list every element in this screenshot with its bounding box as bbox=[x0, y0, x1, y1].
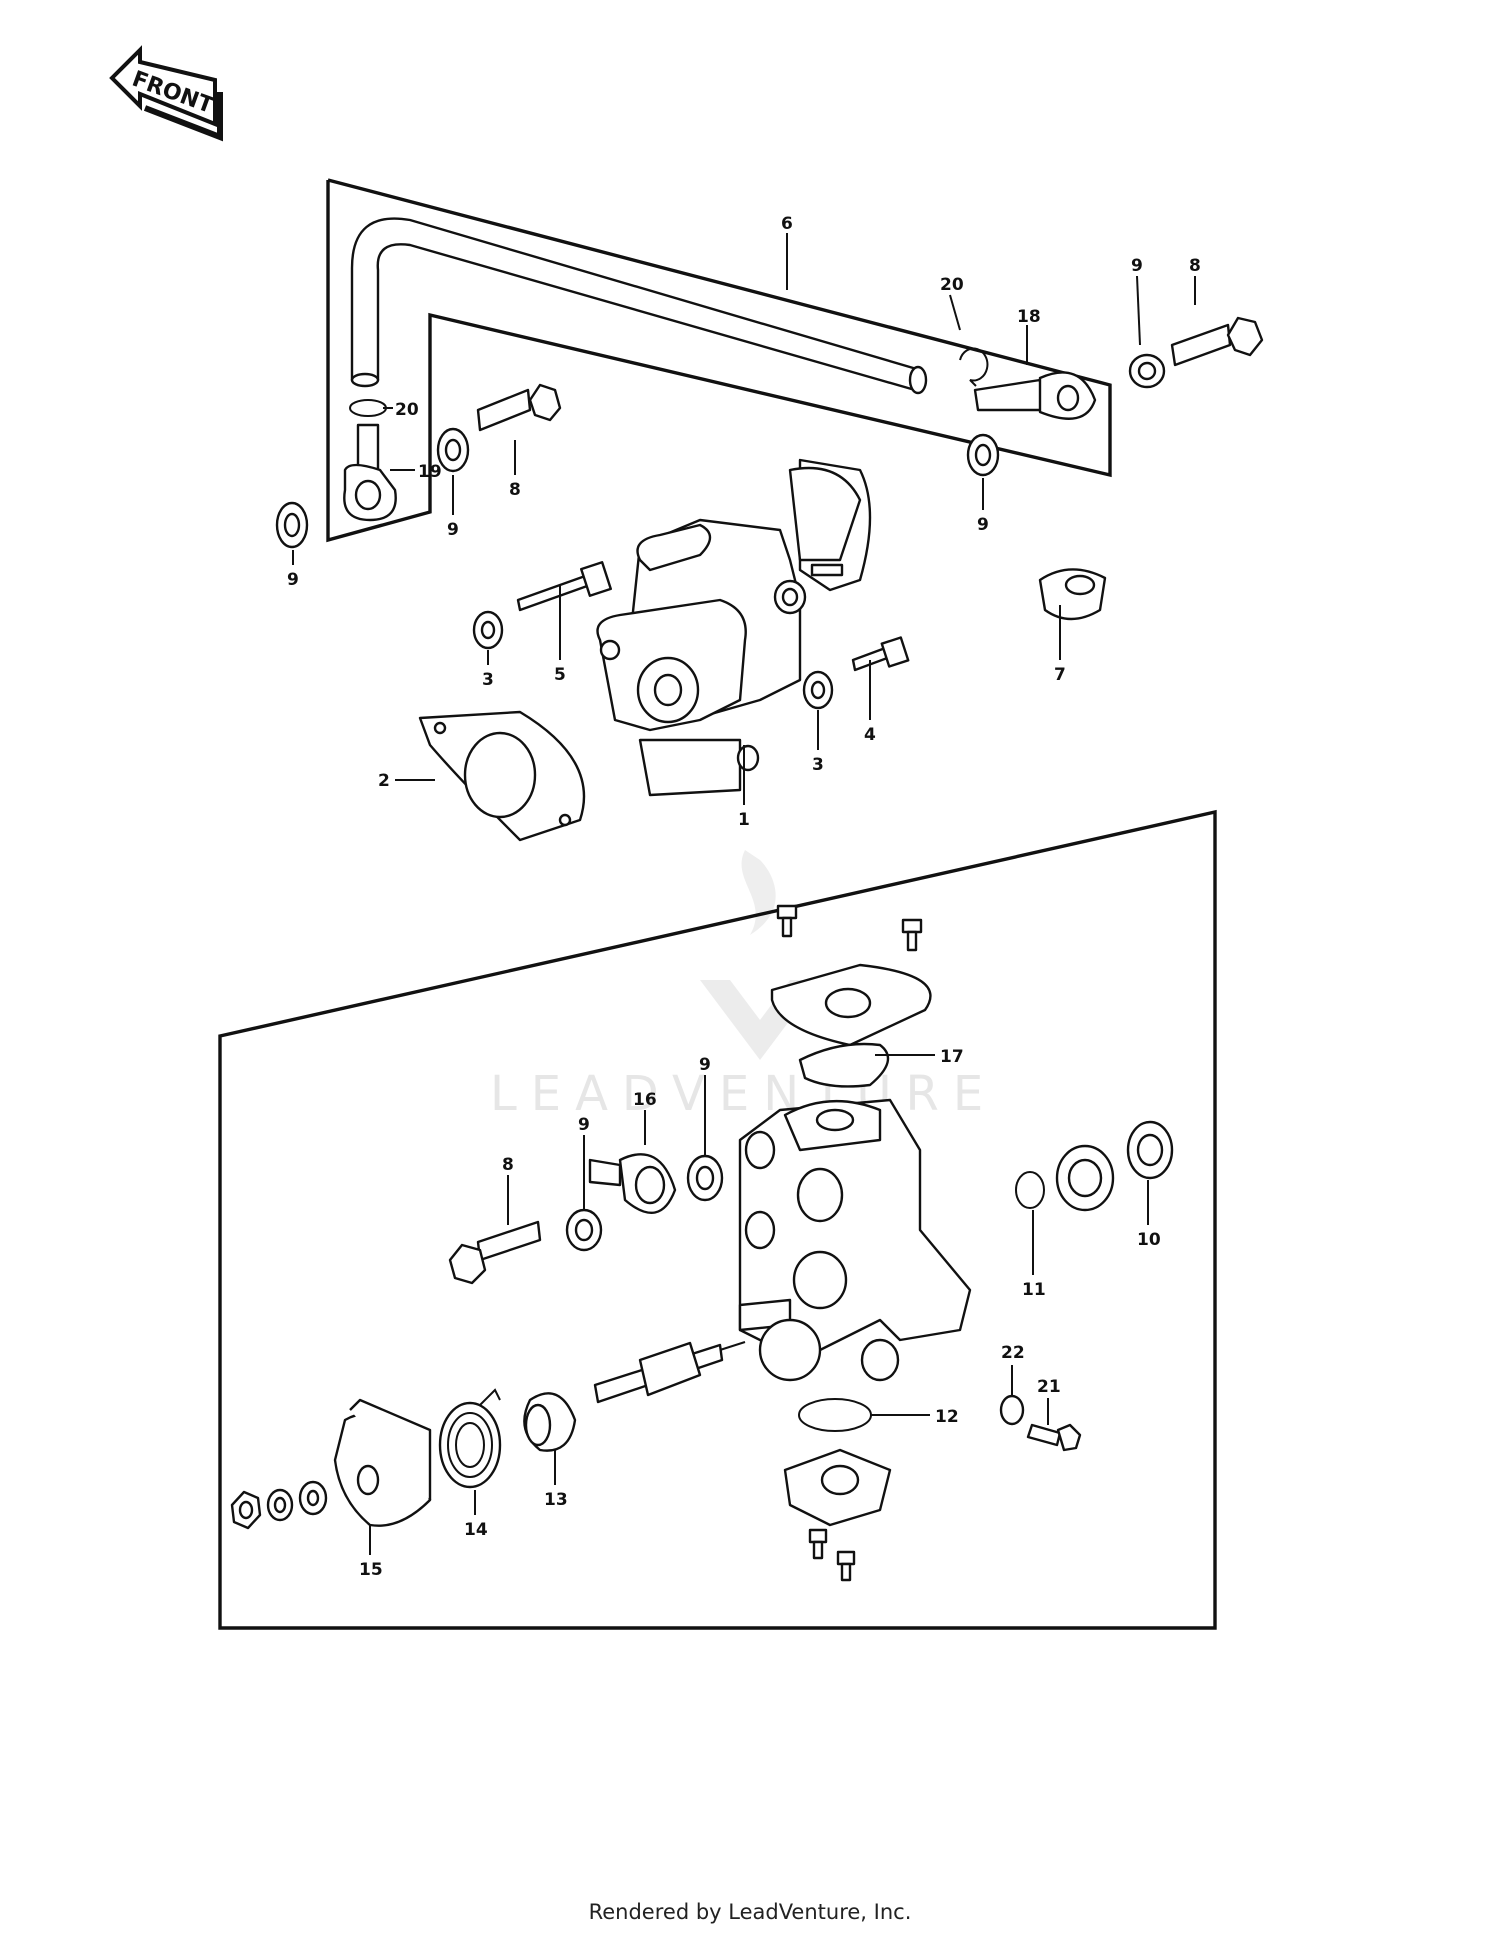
o-ring bbox=[798, 1398, 872, 1432]
cover-screw bbox=[776, 904, 798, 938]
label-part-12: 12 bbox=[935, 1407, 959, 1427]
label-part-9: 9 bbox=[1131, 256, 1143, 276]
seal-collar bbox=[1055, 1144, 1115, 1212]
bleed-screw bbox=[1026, 1423, 1082, 1452]
oil-pump-body bbox=[596, 458, 872, 797]
washer bbox=[802, 670, 834, 710]
cover-gasket bbox=[798, 1042, 890, 1088]
pump-internals-frame bbox=[218, 809, 1217, 1630]
label-part-17: 17 bbox=[940, 1047, 964, 1067]
pump-gasket bbox=[418, 710, 586, 842]
washer bbox=[436, 427, 470, 473]
label-part-9: 9 bbox=[977, 515, 989, 535]
label-part-3: 3 bbox=[482, 670, 494, 690]
oil-hose bbox=[350, 217, 928, 395]
label-part-9: 9 bbox=[447, 520, 459, 540]
label-part-7: 7 bbox=[1054, 665, 1066, 685]
label-part-8: 8 bbox=[1189, 256, 1201, 276]
label-part-9: 9 bbox=[578, 1115, 590, 1135]
label-part-21: 21 bbox=[1037, 1377, 1061, 1397]
washer bbox=[275, 501, 309, 549]
label-part-4: 4 bbox=[864, 725, 876, 745]
banjo-bolt bbox=[476, 383, 562, 432]
label-part-8: 8 bbox=[502, 1155, 514, 1175]
label-part-5: 5 bbox=[554, 665, 566, 685]
label-part-9: 9 bbox=[699, 1055, 711, 1075]
pump-bottom-cover bbox=[783, 1448, 892, 1527]
label-part-9: 9 bbox=[287, 570, 299, 590]
label-part-20: 20 bbox=[395, 400, 419, 420]
cover-screw bbox=[808, 1528, 828, 1560]
pump-shaft bbox=[593, 1341, 746, 1404]
label-part-19: 19 bbox=[418, 462, 442, 482]
grommet bbox=[1038, 568, 1107, 621]
pump-housing bbox=[738, 1098, 972, 1382]
washer bbox=[966, 433, 1000, 477]
oil-seal bbox=[1126, 1120, 1174, 1180]
label-part-15: 15 bbox=[359, 1560, 383, 1580]
label-part-13: 13 bbox=[544, 1490, 568, 1510]
washer bbox=[565, 1208, 603, 1252]
label-part-11: 11 bbox=[1022, 1280, 1046, 1300]
label-part-1: 1 bbox=[738, 810, 750, 830]
o-ring bbox=[1015, 1171, 1045, 1209]
label-part-2: 2 bbox=[378, 771, 390, 791]
label-part-14: 14 bbox=[464, 1520, 488, 1540]
label-part-18: 18 bbox=[1017, 307, 1041, 327]
washer bbox=[686, 1154, 724, 1202]
banjo-bolt bbox=[448, 1220, 542, 1285]
mounting-bolt bbox=[516, 561, 612, 612]
washer bbox=[472, 610, 504, 650]
footer-credit: Rendered by LeadVenture, Inc. bbox=[588, 1900, 912, 1924]
cover-screw bbox=[901, 918, 923, 952]
hose-fitting bbox=[343, 423, 397, 522]
banjo-union bbox=[973, 371, 1097, 420]
pump-top-cover bbox=[770, 963, 932, 1047]
label-part-8: 8 bbox=[509, 480, 521, 500]
label-part-6: 6 bbox=[781, 214, 793, 234]
washer bbox=[1128, 353, 1166, 389]
washer bbox=[999, 1394, 1025, 1426]
pump-lever bbox=[333, 1398, 432, 1527]
hose-clip bbox=[349, 399, 387, 417]
watermark-text: LEADVENTURE bbox=[490, 1066, 997, 1122]
leader-lines bbox=[292, 233, 1196, 1555]
lever-nut bbox=[230, 1490, 262, 1530]
label-part-22: 22 bbox=[1001, 1343, 1025, 1363]
front-arrow-icon: FRONT bbox=[109, 45, 223, 142]
return-spring bbox=[438, 1388, 502, 1489]
watermark: LEADVENTURE bbox=[490, 850, 997, 1122]
hose-clip bbox=[959, 347, 989, 387]
shaft-collar bbox=[523, 1392, 577, 1452]
banjo-union bbox=[588, 1153, 677, 1215]
banjo-bolt bbox=[1170, 316, 1264, 367]
label-part-10: 10 bbox=[1137, 1230, 1161, 1250]
mounting-screw bbox=[851, 636, 910, 672]
washer bbox=[266, 1488, 294, 1522]
label-part-20: 20 bbox=[940, 275, 964, 295]
label-part-16: 16 bbox=[633, 1090, 657, 1110]
washer bbox=[298, 1480, 328, 1516]
label-part-3: 3 bbox=[812, 755, 824, 775]
cover-screw bbox=[836, 1550, 856, 1582]
hose-assembly-frame bbox=[326, 178, 1112, 543]
